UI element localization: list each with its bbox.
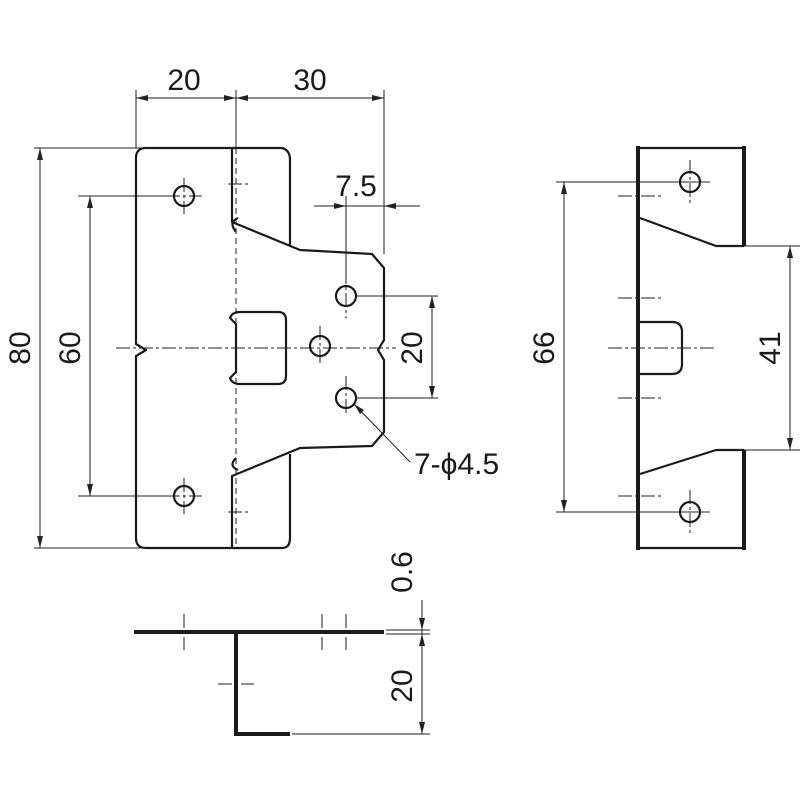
front-bottom-tab (232, 454, 292, 550)
dim-label-30-top: 30 (293, 64, 326, 97)
dim-label-66: 66 (528, 331, 561, 364)
arrowhead (37, 148, 43, 160)
arrowhead (87, 196, 93, 208)
front-bottom-notch (231, 457, 239, 472)
arrowhead (334, 203, 346, 209)
dim-label-0-6: 0.6 (386, 551, 419, 593)
arrowhead (561, 500, 567, 512)
side-view-lower-taper (639, 448, 744, 476)
front-top-notch (231, 216, 239, 233)
dim-label-41: 41 (754, 331, 787, 364)
arrowhead (787, 246, 793, 258)
arrowhead (419, 634, 425, 646)
side-view-upper-taper (639, 216, 744, 248)
arrowhead (384, 203, 396, 209)
arrowhead (224, 95, 236, 101)
arrowhead (429, 296, 435, 308)
arrowhead (236, 95, 248, 101)
side-view: 66 41 (528, 146, 800, 550)
dim-label-20-top: 20 (167, 64, 200, 97)
bottom-view: 0.6 20 (134, 551, 430, 736)
dim-label-7-5: 7.5 (335, 170, 377, 203)
dim-label-20-bottom: 20 (386, 669, 419, 702)
front-view-outline (134, 146, 386, 550)
arrowhead (372, 95, 384, 101)
front-top-tab (232, 146, 292, 246)
arrowhead (787, 438, 793, 450)
arrowhead (87, 484, 93, 496)
front-view: 20 30 7.5 80 60 20 7-ϕ4.5 (4, 64, 499, 550)
arrowhead (419, 618, 425, 630)
hole-callout-leader (353, 403, 411, 463)
dim-label-20-vert: 20 (396, 331, 429, 364)
front-center-slot (228, 310, 288, 386)
arrowhead (419, 722, 425, 734)
hole-callout-label: 7-ϕ4.5 (414, 448, 499, 481)
arrowhead (37, 536, 43, 548)
arrowhead (354, 404, 364, 414)
arrowhead (429, 386, 435, 398)
dim-label-80: 80 (4, 331, 37, 364)
arrowhead (136, 95, 148, 101)
arrowhead (561, 182, 567, 194)
dim-label-60: 60 (54, 331, 87, 364)
